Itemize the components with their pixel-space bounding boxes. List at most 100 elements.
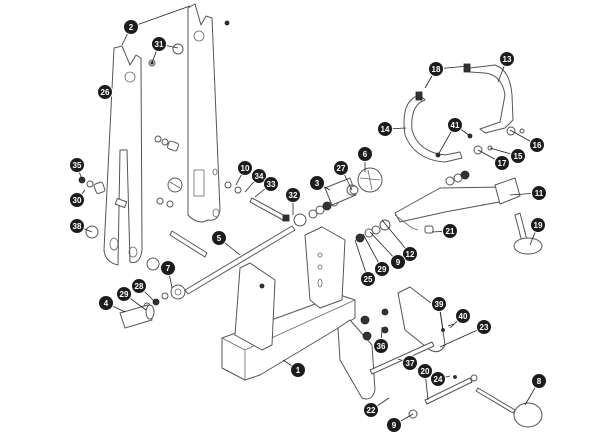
callout-number: 20: [421, 367, 430, 376]
callout-badge: [251, 168, 267, 184]
callout-badge: [69, 192, 85, 208]
callout-number: 16: [533, 141, 542, 150]
callout-number: 27: [337, 164, 346, 173]
part-callout-37: 37: [402, 355, 418, 371]
callout-number: 2: [129, 23, 134, 32]
callout-number: 1: [296, 366, 301, 375]
callout-number: 30: [73, 196, 82, 205]
part-callout-39: 39: [431, 296, 447, 312]
callout-number: 12: [406, 250, 415, 259]
arm-left: [103, 45, 143, 266]
callout-badge: [360, 271, 376, 287]
callout-number: 14: [381, 125, 390, 134]
part-callout-5: 5: [211, 230, 227, 246]
part-callout-16: 16: [529, 137, 545, 153]
part-callout-3: 3: [309, 175, 325, 191]
callout-number: 9: [396, 258, 401, 267]
callout-number: 13: [503, 55, 512, 64]
callout-badge: [116, 286, 132, 302]
part-callout-31: 31: [151, 36, 167, 52]
callout-number: 25: [364, 275, 373, 284]
leader-line: [439, 326, 485, 348]
callout-badge: [98, 295, 114, 311]
part-callout-36: 36: [373, 338, 389, 354]
part-callout-29: 29: [116, 286, 132, 302]
part-callout-14: 14: [377, 121, 393, 137]
callout-badge: [69, 157, 85, 173]
callout-badge: [160, 260, 176, 276]
callout-badge: [290, 362, 306, 378]
callout-number: 32: [289, 191, 298, 200]
part-callout-40: 40: [455, 308, 471, 324]
callout-badge: [123, 19, 139, 35]
callout-number: 29: [378, 265, 387, 274]
part-callout-6: 6: [357, 146, 373, 162]
part-callout-34: 34: [251, 168, 267, 184]
callout-badge: [333, 160, 349, 176]
callout-number: 28: [135, 282, 144, 291]
callout-badge: [377, 121, 393, 137]
arm-right: [187, 3, 221, 223]
callout-badge: [151, 36, 167, 52]
callout-badge: [447, 117, 463, 133]
part-callout-26: 26: [97, 84, 113, 100]
callout-number: 7: [166, 264, 171, 273]
callout-number: 39: [435, 300, 444, 309]
callout-number: 24: [434, 375, 443, 384]
callout-number: 17: [498, 159, 507, 168]
part-callout-1: 1: [290, 362, 306, 378]
callout-badge: [386, 417, 402, 433]
callout-number: 18: [432, 65, 441, 74]
callout-badge: [417, 363, 433, 379]
part-callout-4: 4: [98, 295, 114, 311]
callout-badge: [529, 137, 545, 153]
callout-number: 29: [120, 290, 129, 299]
callout-badge: [476, 319, 492, 335]
callout-number: 41: [451, 121, 460, 130]
callout-badge: [430, 371, 446, 387]
part-callout-18: 18: [428, 61, 444, 77]
callout-badge: [97, 84, 113, 100]
part-callout-29: 29: [374, 261, 390, 277]
callout-number: 26: [101, 88, 110, 97]
callout-number: 6: [363, 150, 368, 159]
part-callout-41: 41: [447, 117, 463, 133]
part-callout-35: 35: [69, 157, 85, 173]
callout-badge: [131, 278, 147, 294]
callout-number: 21: [446, 227, 455, 236]
callout-number: 33: [267, 180, 276, 189]
callout-number: 37: [406, 359, 415, 368]
callout-number: 11: [535, 189, 544, 198]
part-callout-27: 27: [333, 160, 349, 176]
callout-badge: [357, 146, 373, 162]
part-callout-11: 11: [531, 185, 547, 201]
callout-number: 38: [73, 222, 82, 231]
callout-badge: [263, 176, 279, 192]
part-callout-23: 23: [476, 319, 492, 335]
callout-number: 23: [480, 323, 489, 332]
callout-badge: [237, 160, 253, 176]
part-callout-17: 17: [494, 155, 510, 171]
part-callout-2: 2: [123, 19, 139, 35]
callout-badge: [494, 155, 510, 171]
callout-badge: [373, 338, 389, 354]
callout-badge: [309, 175, 325, 191]
callout-badge: [531, 185, 547, 201]
callout-number: 31: [155, 40, 164, 49]
part-callout-10: 10: [237, 160, 253, 176]
callout-number: 3: [315, 179, 320, 188]
part-callout-8: 8: [531, 373, 547, 389]
callout-number: 10: [241, 164, 250, 173]
part-callout-28: 28: [131, 278, 147, 294]
callout-badge: [428, 61, 444, 77]
leader-line: [130, 5, 191, 28]
callout-badge: [531, 373, 547, 389]
callout-number: 36: [377, 342, 386, 351]
part-callout-32: 32: [285, 187, 301, 203]
callout-badge: [69, 218, 85, 234]
callout-number: 40: [459, 312, 468, 321]
part-callout-30: 30: [69, 192, 85, 208]
callout-number: 8: [537, 377, 542, 386]
